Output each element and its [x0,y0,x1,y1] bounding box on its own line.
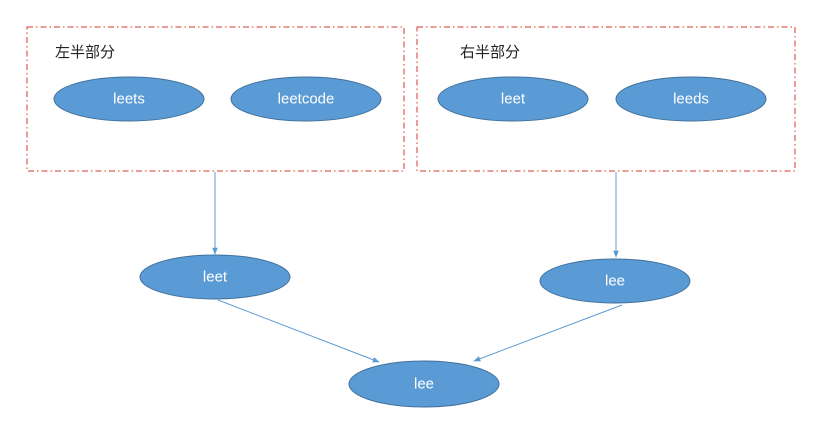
node-lee-middle: lee [539,258,691,304]
edge-lee-to-result [473,304,623,362]
node-leets-shape [53,76,205,122]
right-group-label: 右半部分 [460,43,520,61]
node-leet-right-shape [437,76,589,122]
node-leet-right-label: leet [501,91,526,108]
node-lee-result: lee [348,360,500,408]
node-leets: leets [53,76,205,122]
node-leetcode-label: leetcode [278,91,335,108]
node-lee-middle-label: lee [605,273,625,290]
node-leeds-label: leeds [673,91,709,108]
node-leet-middle-shape [139,254,291,300]
left-group-label: 左半部分 [55,43,115,61]
node-leet-right: leet [437,76,589,122]
left-group-box [26,26,405,172]
left-group: 左半部分 leets leetcode [26,26,405,172]
node-leetcode-shape [230,76,382,122]
edge-leet-to-result [217,299,380,363]
right-group: 右半部分 leet leeds [416,26,796,172]
node-leetcode: leetcode [230,76,382,122]
node-leeds: leeds [615,76,767,122]
node-leets-label: leets [113,91,145,108]
node-lee-result-shape [348,360,500,408]
node-leeds-shape [615,76,767,122]
node-lee-middle-shape [539,258,691,304]
node-leet-middle-label: leet [203,269,228,286]
node-lee-result-label: lee [414,376,434,393]
right-group-box [416,26,796,172]
node-leet-middle: leet [139,254,291,300]
